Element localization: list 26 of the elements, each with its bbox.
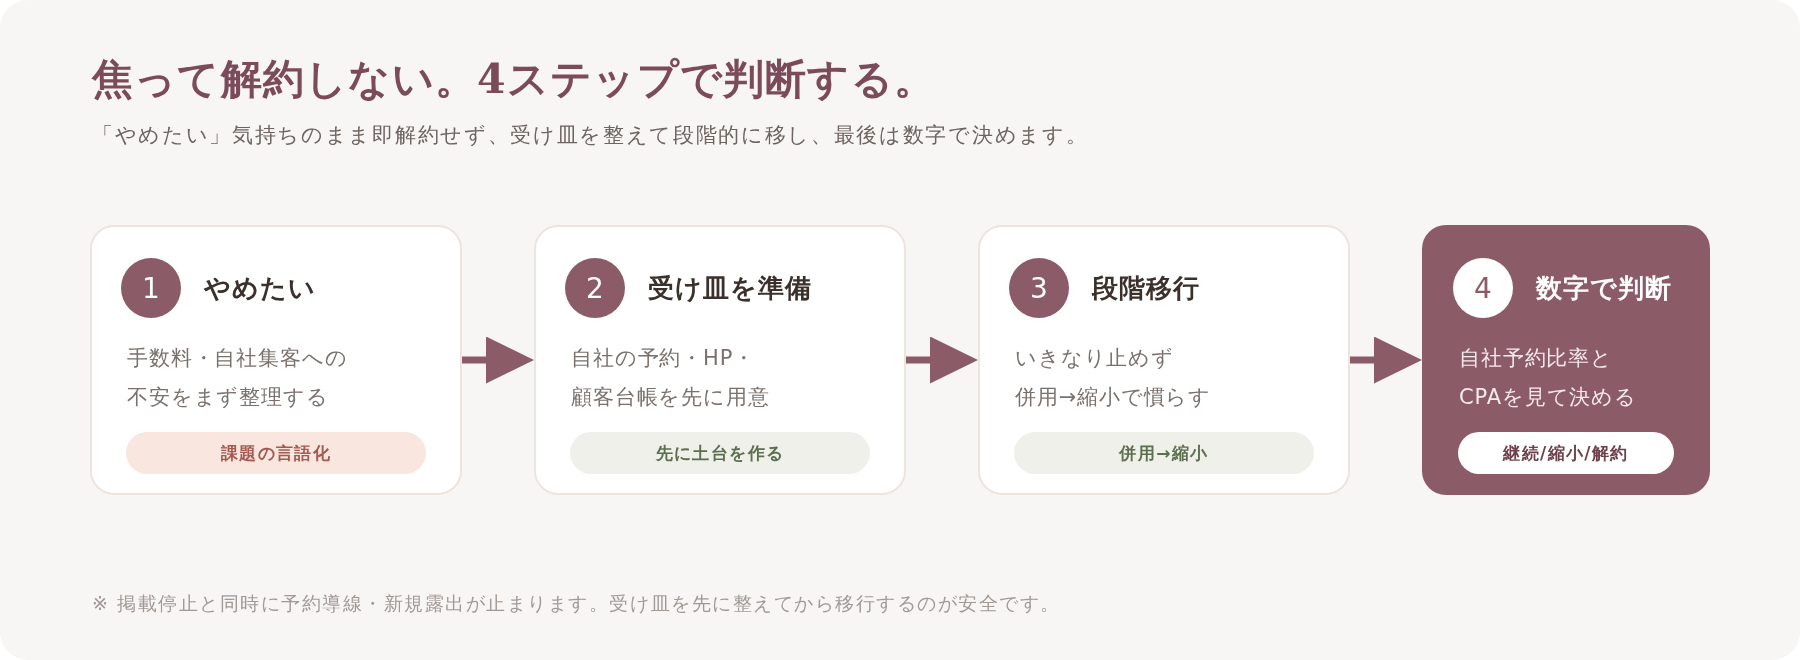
diagram-title: 焦って解約しない。4ステップで判断する。 bbox=[92, 54, 937, 105]
step-number-badge: 1 bbox=[121, 258, 181, 318]
summary-badge: 課題の言語化 bbox=[126, 432, 426, 474]
step-description: 自社予約比率とCPAを見て決める bbox=[1459, 345, 1637, 411]
arrow bbox=[462, 336, 534, 384]
footnote: ※ 掲載停止と同時に予約導線・新規露出が止まります。受け皿を先に整えてから移行するのが安全です。 bbox=[92, 591, 1061, 616]
step-number-badge: 2 bbox=[565, 258, 625, 318]
summary-badge: 併用→縮小 bbox=[1014, 432, 1314, 474]
step-card bbox=[978, 225, 1350, 495]
step-heading: 数字で判断 bbox=[1536, 271, 1673, 305]
step-number-badge: 4 bbox=[1453, 258, 1513, 318]
summary-badge: 継続/縮小/解約 bbox=[1458, 432, 1674, 474]
step-card bbox=[1422, 225, 1710, 495]
step-card bbox=[534, 225, 906, 495]
step-heading: やめたい bbox=[204, 271, 317, 305]
step-number-badge: 3 bbox=[1009, 258, 1069, 318]
step-heading: 受け皿を準備 bbox=[648, 271, 813, 305]
step-card bbox=[90, 225, 462, 495]
step-description: 自社の予約・HP・顧客台帳を先に用意 bbox=[571, 345, 770, 411]
subtitle: 「やめたい」気持ちのまま即解約せず、受け皿を整えて段階的に移し、最後は数字で決めます。 bbox=[92, 122, 1089, 149]
arrow bbox=[1350, 336, 1422, 384]
step-description: いきなり止めず併用→縮小で慣らす bbox=[1015, 345, 1212, 411]
arrow bbox=[906, 336, 978, 384]
summary-badge: 先に土台を作る bbox=[570, 432, 870, 474]
step-heading: 段階移行 bbox=[1092, 271, 1201, 305]
step-description: 手数料・自社集客への不安をまず整理する bbox=[127, 345, 348, 411]
